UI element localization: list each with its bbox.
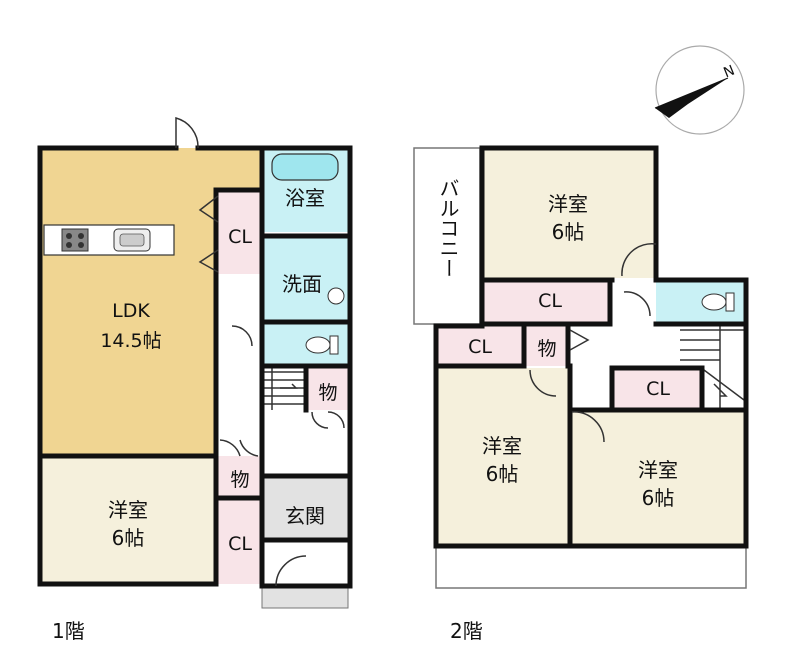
walls-1f: [37, 145, 353, 589]
doors-2f: [529, 242, 657, 443]
closet-left-2f: [436, 326, 524, 366]
closet-kitchen: [218, 190, 262, 274]
floor1-label: 1階: [52, 619, 85, 643]
room-top-2f-label: 洋室: [548, 192, 588, 216]
entrance-label: 玄関: [285, 504, 325, 528]
entrance: [262, 476, 348, 538]
storage-1f-b: [218, 456, 262, 498]
closet-west-1f: [218, 500, 262, 584]
closet-kitchen-label: CL: [228, 226, 252, 248]
balcony-bottom: [435, 545, 747, 589]
closet-top-2f-label: CL: [538, 290, 562, 312]
closet-right-2f-label: CL: [646, 378, 670, 400]
storage-1f-a: [308, 368, 348, 410]
floor2-label: 2階: [450, 619, 483, 643]
storage-2f-label: 物: [537, 338, 557, 360]
closet-west-1f-label: CL: [228, 533, 252, 555]
north-label: N: [721, 62, 738, 82]
compass: [654, 45, 745, 135]
storage-1f-a-label: 物: [318, 382, 338, 404]
basin-icon: [327, 287, 345, 305]
closet-left-2f-label: CL: [468, 336, 492, 358]
room-top-2f-size-label: 6帖: [551, 220, 585, 244]
north-arrow-icon: [655, 78, 728, 118]
room-right-2f: [572, 412, 746, 544]
western-room-1f: [40, 456, 216, 584]
ldk-size-label: 14.5帖: [100, 330, 162, 352]
storage-2f: [526, 326, 568, 366]
floor-2: [413, 145, 749, 589]
western-1f-size-label: 6帖: [111, 526, 145, 550]
storage-1f-b-label: 物: [230, 469, 250, 491]
ldk-label: LDK: [112, 300, 150, 322]
bathtub-icon: [271, 153, 339, 181]
floor-1: [37, 117, 353, 609]
room-right-2f-label: 洋室: [638, 458, 678, 482]
walls-2f: [433, 145, 749, 549]
western-1f-label: 洋室: [108, 498, 148, 522]
washroom: [262, 238, 348, 320]
closet-right-2f: [614, 370, 702, 410]
stairs-1f: [264, 366, 304, 410]
balcony-label: バルコニー: [436, 178, 460, 278]
room-right-2f-size-label: 6帖: [641, 486, 675, 510]
bath-label: 浴室: [285, 186, 325, 210]
room-left-2f: [436, 368, 570, 544]
stairs-2f: [680, 326, 745, 410]
doors-1f: [175, 117, 345, 587]
closet-top-2f: [482, 282, 610, 322]
room-left-2f-label: 洋室: [482, 434, 522, 458]
room-left-2f-size-label: 6帖: [485, 462, 519, 486]
washroom-label: 洗面: [282, 272, 322, 296]
